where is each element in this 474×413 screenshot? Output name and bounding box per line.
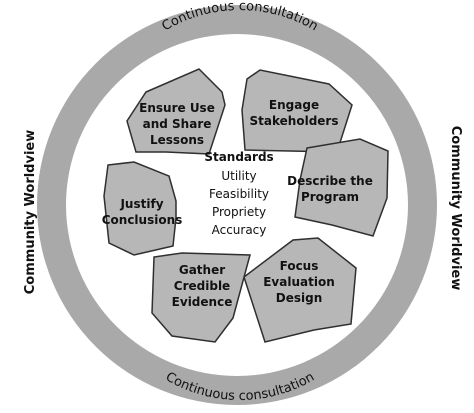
step-line: Stakeholders: [250, 114, 339, 128]
step-line: Conclusions: [102, 213, 183, 227]
step-line: Focus: [280, 259, 319, 273]
step-shape-ensure-use-share-lessons: [126, 68, 226, 155]
step-line: Program: [301, 190, 359, 204]
step-line: Evaluation: [263, 275, 335, 289]
standards-block: Standards Utility Feasibility Propriety …: [204, 150, 273, 237]
standards-item-feasibility: Feasibility: [209, 187, 269, 201]
step-shape-focus-evaluation-design: [243, 237, 357, 343]
step-line: and Share: [143, 117, 212, 131]
step-line: Gather: [179, 263, 225, 277]
step-line: Ensure Use: [139, 101, 215, 115]
step-line: Evidence: [172, 295, 233, 309]
step-line: Describe the: [287, 174, 373, 188]
standards-item-utility: Utility: [221, 169, 256, 183]
step-line: Justify: [119, 197, 163, 211]
standards-item-propriety: Propriety: [212, 205, 266, 219]
standards-item-accuracy: Accuracy: [212, 223, 267, 237]
step-line: Engage: [269, 98, 319, 112]
step-shape-justify-conclusions: [103, 161, 177, 256]
standards-title: Standards: [204, 150, 273, 164]
step-line: Design: [276, 291, 323, 305]
step-shape-describe-program: [294, 138, 389, 237]
step-line: Credible: [174, 279, 230, 293]
step-shape-engage-stakeholders: [241, 69, 353, 153]
right-worldview-label: Community Worldview: [448, 126, 463, 290]
step-line: Lessons: [150, 133, 204, 147]
step-shape-gather-credible-evidence: [151, 252, 251, 343]
left-worldview-label: Community Worldview: [23, 130, 38, 294]
